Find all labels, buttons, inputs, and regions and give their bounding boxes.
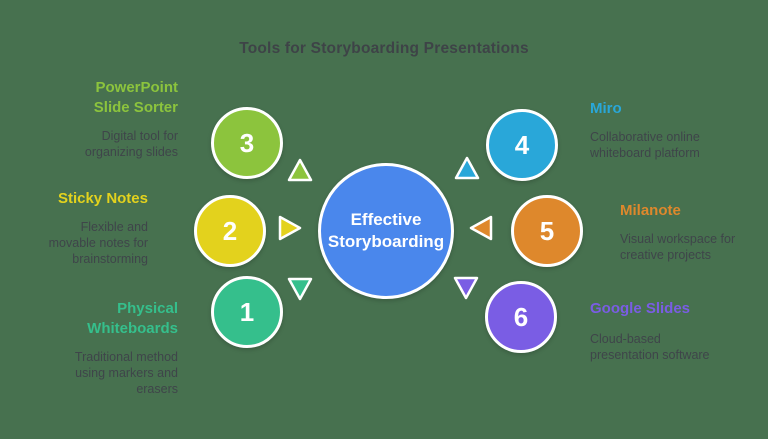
number-label: 3 <box>239 127 255 158</box>
item-description: Flexible and movable notes for brainstor… <box>48 219 148 267</box>
item-description: Visual workspace for creative projects <box>620 231 736 263</box>
item-description: Digital tool for organizing slides <box>84 128 178 160</box>
item-heading: Physical Whiteboards <box>87 300 178 337</box>
diagram-title: Tools for Storyboarding Presentations <box>239 40 529 57</box>
item-circle-2: 2 <box>194 195 266 267</box>
item-circle-6: 6 <box>485 281 557 353</box>
item-circle-3: 3 <box>211 107 283 179</box>
item-circle-4: 4 <box>486 109 558 181</box>
item-circle-1: 1 <box>211 276 283 348</box>
item-description: Cloud-based presentation software <box>590 331 710 363</box>
arrow-down-icon-1 <box>287 277 313 301</box>
arrow-right-icon-2 <box>278 215 302 241</box>
item-description: Collaborative online whiteboard platform <box>590 129 700 161</box>
item-heading: Milanote <box>620 202 681 219</box>
center-label: Effective Storyboarding <box>327 209 445 251</box>
item-heading: Miro <box>590 100 622 117</box>
item-description: Traditional method using markers and era… <box>74 349 178 397</box>
item-heading: Google Slides <box>590 300 691 317</box>
item-circle-5: 5 <box>511 195 583 267</box>
arrow-down-icon-6 <box>453 276 479 300</box>
item-text-physical-whiteboards: Physical Whiteboards Traditional method … <box>63 299 178 398</box>
item-text-powerpoint-slide-sorter: PowerPoint Slide Sorter Digital tool for… <box>66 78 178 160</box>
item-text-milanote: Milanote Visual workspace for creative p… <box>620 201 760 263</box>
item-heading: Sticky Notes <box>57 190 148 207</box>
number-label: 5 <box>539 215 555 246</box>
item-text-miro: Miro Collaborative online whiteboard pla… <box>590 99 740 161</box>
arrow-up-icon-4 <box>454 156 480 180</box>
item-text-sticky-notes: Sticky Notes Flexible and movable notes … <box>36 189 148 268</box>
arrow-up-icon-3 <box>287 158 313 182</box>
number-label: 1 <box>239 296 255 327</box>
number-label: 4 <box>514 129 530 160</box>
number-label: 6 <box>513 301 529 332</box>
number-label: 2 <box>222 215 238 246</box>
center-circle: Effective Storyboarding <box>318 163 454 299</box>
arrow-left-icon-5 <box>469 215 493 241</box>
item-heading: PowerPoint Slide Sorter <box>93 79 178 116</box>
item-text-google-slides: Google Slides Cloud-based presentation s… <box>590 299 715 363</box>
